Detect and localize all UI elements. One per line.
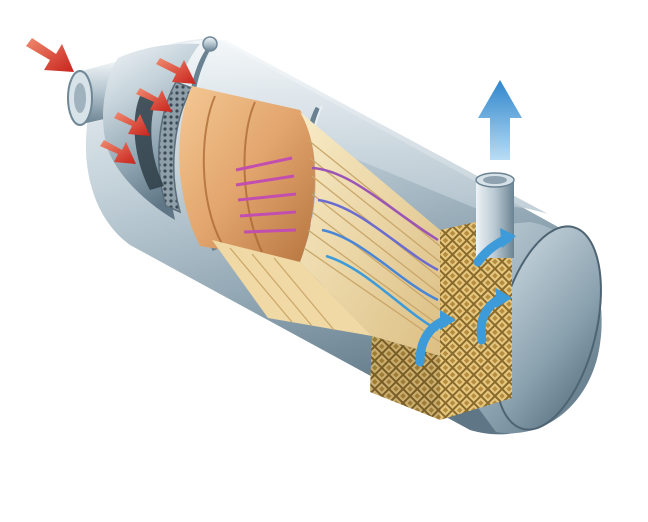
arrow-right-icon [26,38,74,72]
curved-arrow-icon [415,310,456,367]
particulate-filter-channels [212,112,441,356]
arrow-up-icon [478,80,522,160]
curved-arrow-icon [476,288,512,345]
arrow-right-icon [136,88,172,112]
clean-gas-outflow-arrow [478,80,522,160]
exhaust-inflow-arrows [26,38,196,164]
arrow-right-icon [114,112,150,136]
curved-arrow-icon [473,228,516,267]
oxidation-catalyst-block [179,86,315,262]
arrow-right-icon [100,140,136,164]
arrow-right-icon [156,58,196,84]
flow-swirl-arrows [415,228,516,367]
